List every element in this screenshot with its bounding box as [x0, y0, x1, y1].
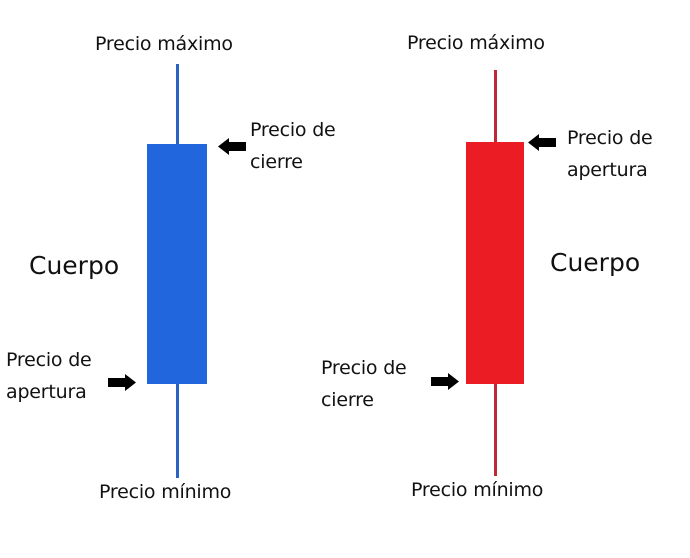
arrow-right-icon [108, 374, 136, 391]
bearish-body-label: Cuerpo [550, 248, 641, 277]
bearish-open-label-line2: apertura [567, 159, 648, 181]
bullish-open-label-line1: Precio de [6, 349, 92, 371]
bearish-body [466, 142, 524, 384]
arrow-left-icon [528, 134, 556, 151]
arrow-right-icon [431, 373, 459, 390]
bullish-open-label: Precio de apertura [6, 344, 92, 408]
bearish-open-label-line1: Precio de [567, 127, 653, 149]
bullish-low-label: Precio mínimo [99, 481, 232, 503]
bullish-lower-wick [176, 384, 179, 478]
arrow-left-icon [218, 138, 246, 155]
bullish-close-label-line2: cierre [250, 151, 303, 173]
bullish-close-label: Precio de cierre [250, 114, 336, 178]
bearish-close-label-line1: Precio de [321, 357, 407, 379]
bullish-high-label: Precio máximo [95, 33, 233, 55]
bullish-close-label-line1: Precio de [250, 119, 336, 141]
bearish-low-label: Precio mínimo [411, 479, 544, 501]
bearish-high-label: Precio máximo [407, 32, 545, 54]
bearish-close-label-line2: cierre [321, 389, 374, 411]
bearish-close-label: Precio de cierre [321, 352, 407, 416]
bearish-upper-wick [494, 70, 497, 142]
bearish-lower-wick [494, 384, 497, 476]
bearish-open-label: Precio de apertura [567, 122, 653, 186]
bullish-body [147, 144, 207, 384]
bullish-upper-wick [176, 64, 179, 144]
bullish-open-label-line2: apertura [6, 381, 87, 403]
bullish-body-label: Cuerpo [29, 251, 120, 280]
